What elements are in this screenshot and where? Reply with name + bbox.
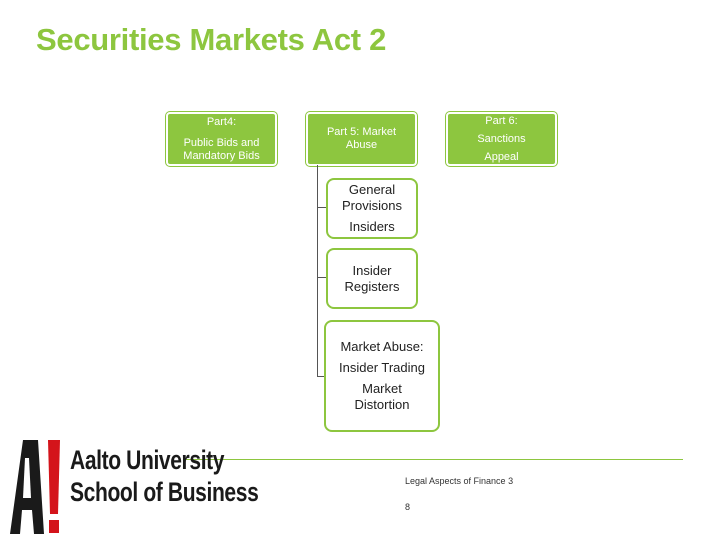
branch-line — [317, 376, 326, 377]
child-line: Insiders — [349, 219, 395, 234]
box-line: Part 6: — [485, 115, 518, 127]
child-line: Insider — [352, 262, 392, 278]
logo-line-1: Aalto University — [70, 445, 225, 475]
part4-box: Part4: Public Bids and Mandatory Bids — [166, 112, 277, 166]
child-line: Market Abuse: — [340, 339, 424, 354]
branch-line — [317, 277, 326, 278]
page-title: Securities Markets Act 2 — [36, 22, 387, 57]
child-line: Distortion — [354, 397, 410, 412]
box-line: Appeal — [484, 151, 519, 163]
footer-course: Legal Aspects of Finance 3 — [405, 476, 514, 486]
market-abuse-box: Market Abuse: Insider Trading Market Dis… — [324, 320, 440, 432]
box-line: Abuse — [345, 139, 378, 151]
branch-line — [317, 207, 326, 208]
part6-box: Part 6: Sanctions Appeal — [446, 112, 557, 166]
child-line: Provisions — [342, 198, 402, 213]
box-line: Sanctions — [477, 133, 526, 145]
logo-line-2: School of Business — [70, 477, 259, 507]
child-line: General — [348, 182, 396, 197]
page-number: 8 — [405, 502, 411, 512]
child-line: Registers — [344, 278, 400, 294]
box-line: Mandatory Bids — [183, 149, 260, 162]
insider-registers-box: Insider Registers — [326, 248, 418, 309]
tree-trunk-line — [317, 165, 318, 377]
child-line: Market — [362, 381, 402, 396]
part5-box: Part 5: Market Abuse — [306, 112, 417, 166]
box-line: Part4: — [206, 115, 237, 128]
box-line: Public Bids and — [183, 136, 260, 149]
box-line: Part 5: Market — [326, 126, 397, 138]
footer-divider — [186, 459, 683, 460]
general-provisions-box: General Provisions Insiders — [326, 178, 418, 239]
child-line: Insider Trading — [339, 360, 425, 375]
aalto-logo-icon — [10, 440, 62, 539]
